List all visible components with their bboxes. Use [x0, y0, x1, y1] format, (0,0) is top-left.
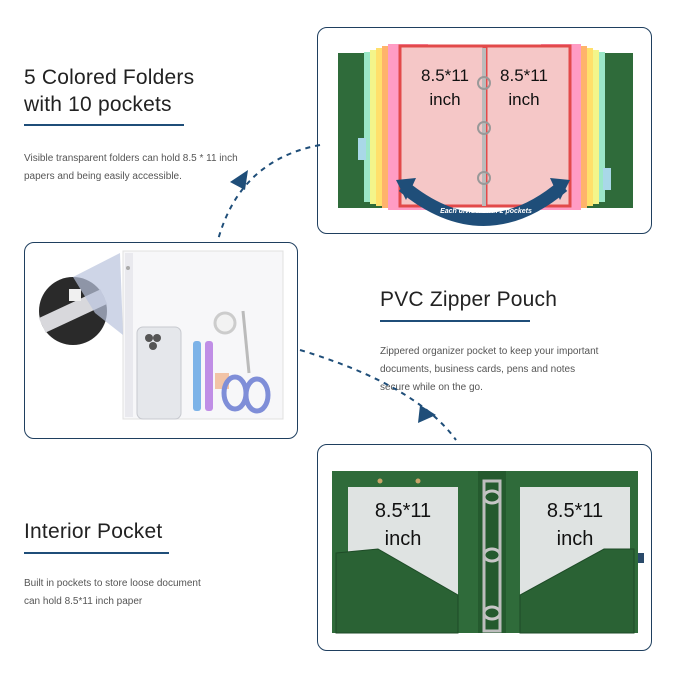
- arrowhead-icon: [230, 170, 248, 190]
- folders-title-rule: [24, 124, 184, 126]
- pocket-right-sheet-line2: inch: [556, 528, 594, 550]
- pouch-desc-line3: secure while on the go.: [380, 382, 483, 393]
- pouch-desc-line1: Zippered organizer pocket to keep your i…: [380, 346, 599, 357]
- pouch-illustration: [38, 250, 284, 420]
- folders-arrow-caption: Each divider with 2 pockets: [440, 208, 532, 215]
- pocket-title: Interior Pocket: [24, 520, 163, 543]
- folders-title-line1: 5 Colored Folders: [24, 66, 195, 89]
- folders-left-sheet-label: 8.5*11 inch: [410, 64, 480, 112]
- pocket-left-sheet-line1: 8.5*11: [374, 500, 432, 522]
- connector-arrow-2: [299, 349, 457, 441]
- pouch-description: Zippered organizer pocket to keep your i…: [380, 343, 598, 397]
- pocket-desc-line2: can hold 8.5*11 inch paper: [24, 596, 143, 607]
- pocket-desc-line1: Built in pockets to store loose document: [24, 578, 201, 589]
- folders-title: 5 Colored Folders with 10 pockets: [24, 64, 194, 118]
- folders-desc-line1: Visible transparent folders can hold 8.5…: [24, 153, 238, 164]
- pocket-binder-illustration: [332, 471, 644, 634]
- pocket-left-sheet-label: 8.5*11 inch: [358, 497, 448, 553]
- pocket-right-sheet-label: 8.5*11 inch: [530, 497, 620, 553]
- pocket-right-sheet-line1: 8.5*11: [546, 500, 604, 522]
- folders-left-sheet-line2: inch: [429, 90, 461, 109]
- pocket-title-rule: [24, 552, 169, 554]
- pouch-title-rule: [380, 320, 530, 322]
- pouch-photo-panel: [24, 242, 298, 439]
- folders-binder-illustration: [338, 44, 633, 226]
- folders-right-sheet-line1: 8.5*11: [500, 66, 548, 85]
- connector-arrow-1: [217, 144, 321, 241]
- folders-description: Visible transparent folders can hold 8.5…: [24, 150, 238, 186]
- folders-desc-line2: papers and being easily accessible.: [24, 171, 182, 182]
- folders-left-sheet-line1: 8.5*11: [421, 66, 469, 85]
- folders-photo-panel: 8.5*11 inch 8.5*11 inch Each divider wit…: [317, 27, 652, 234]
- folders-title-line2: with 10 pockets: [24, 93, 172, 116]
- pouch-title: PVC Zipper Pouch: [380, 288, 558, 311]
- folders-right-sheet-label: 8.5*11 inch: [489, 64, 559, 112]
- pouch-desc-line2: documents, business cards, pens and note…: [380, 364, 576, 375]
- pocket-photo-panel: 8.5*11 inch 8.5*11 inch: [317, 444, 652, 651]
- pocket-left-sheet-line2: inch: [384, 528, 422, 550]
- arrowhead-icon: [418, 405, 436, 423]
- pocket-description: Built in pockets to store loose document…: [24, 575, 201, 611]
- folders-right-sheet-line2: inch: [508, 90, 540, 109]
